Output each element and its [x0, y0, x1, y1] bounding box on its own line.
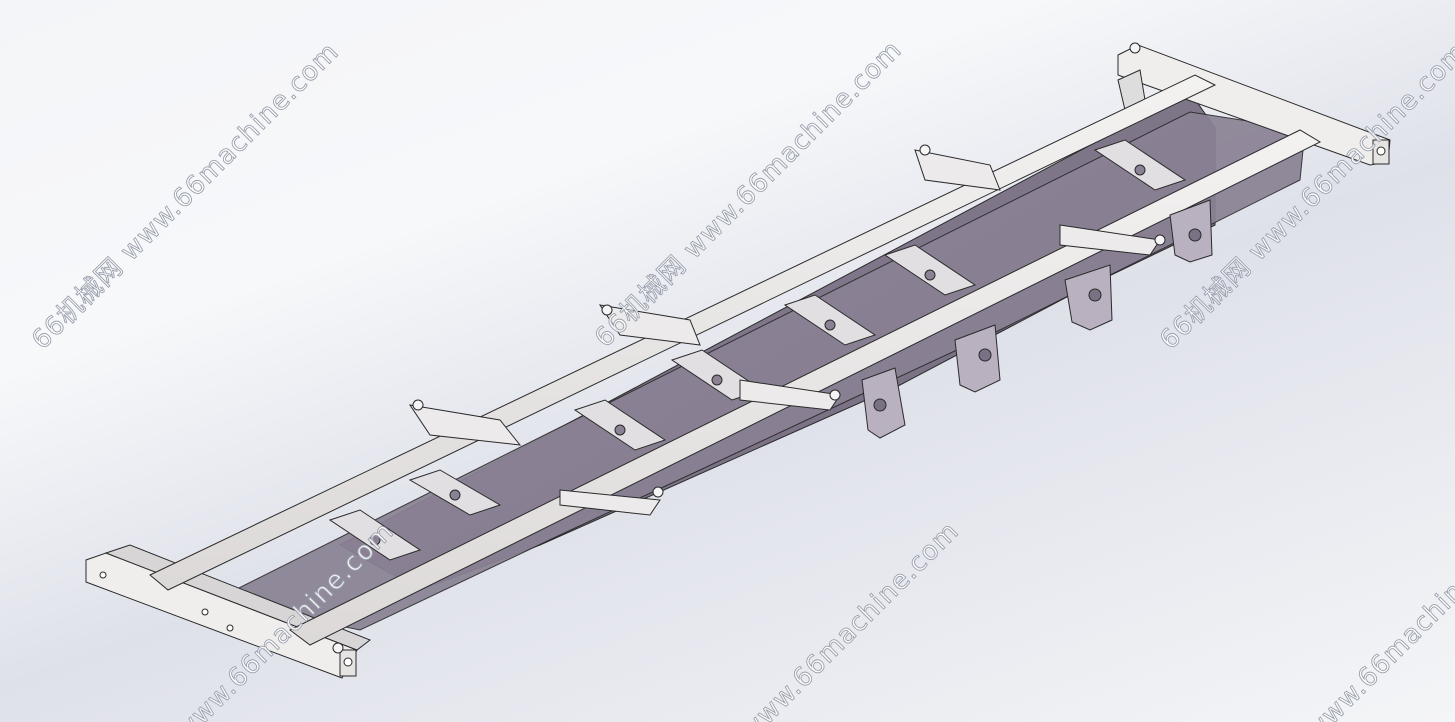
cross-members — [328, 139, 1187, 561]
rear-end-crossbeam — [1117, 44, 1391, 166]
suspension-bracket-icon — [861, 199, 1213, 439]
outrigger-brackets — [408, 149, 1161, 516]
front-rail-flange — [289, 129, 1322, 646]
bolt-icon — [332, 42, 1166, 654]
